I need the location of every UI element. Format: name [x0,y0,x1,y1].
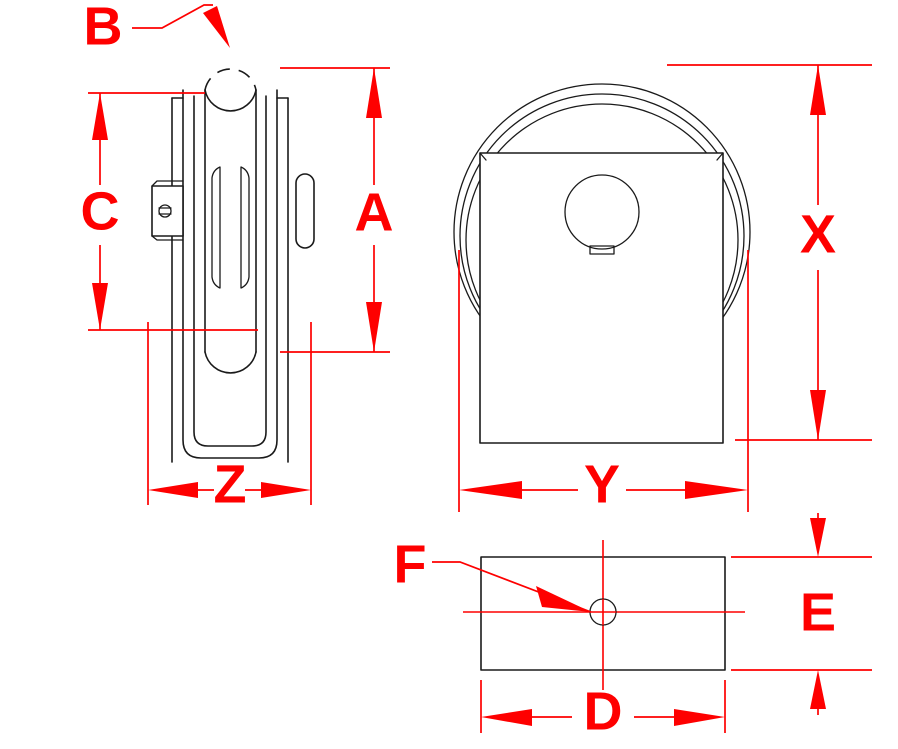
front-view-hub-keyway [589,245,615,255]
side-view-rope-top-arc [204,89,257,112]
dimension-C-label: C [81,181,120,241]
dimension-B-label: B [84,0,123,56]
dimension-Y-arrow-right [685,481,748,499]
front-view-plate-right-corner-blend [716,152,724,161]
front-view: X Y [453,64,872,514]
dimension-A-arrow-top [366,68,382,118]
side-view-rope-top-dashed-arc [204,68,257,91]
dimension-A-label: A [355,182,394,242]
dimension-E-arrow-bottom [810,670,826,709]
dimension-Y-arrow-left [459,481,522,499]
dimension-D-label: D [584,681,623,741]
dimension-B: B [84,0,230,56]
dimension-A-arrow-bottom [366,302,382,352]
side-view-hub-right [240,166,250,289]
dimension-F-arrow [536,586,591,612]
side-view-axle-bolt-chamfer [151,180,184,241]
dimension-D: D [480,680,726,741]
dimension-A: A [280,67,394,353]
dimension-X-label: X [800,204,836,264]
front-view-bracket-plate [479,152,724,444]
dimension-C-arrow-bottom [92,283,108,330]
side-view-axle-bolt-head [151,185,184,237]
mounting-hole-cross [590,599,616,625]
dimension-X-arrow-top [810,65,826,115]
dimension-F: F [394,534,592,613]
dimension-B-leader [132,4,213,29]
dimension-E-arrow-top [810,518,826,557]
side-view-axle-bolt-slot [158,207,172,215]
side-view-hub-left [211,166,221,289]
dimension-C-arrow-top [92,93,108,140]
side-view: A C Z [81,0,394,514]
dimension-X-arrow-bottom [810,390,826,440]
dimension-D-arrow-left [481,709,532,726]
dimension-Y-label: Y [584,454,620,514]
front-view-hub-circle [564,174,640,250]
dimension-F-label: F [394,534,427,594]
base-plate-view: F E D [394,513,872,741]
side-view-bracket-outer [182,89,278,459]
side-view-bracket-inner [193,95,267,447]
dimension-Z-arrow-right [261,482,311,498]
side-view-side-tab [295,173,315,249]
dimension-B-arrow [203,6,230,48]
front-view-plate-left-corner-blend [479,152,487,161]
dimension-Y: Y [458,250,749,514]
dimension-E: E [731,513,872,715]
dimension-Z-label: Z [214,454,247,514]
side-view-axle-bolt-detail [158,204,172,218]
dimension-D-arrow-right [674,709,725,726]
dimension-C: C [81,92,258,331]
side-view-groove-bottom-arc [204,351,257,374]
dimension-Z: Z [147,322,312,514]
dimension-E-label: E [800,582,836,642]
dimension-X: X [667,64,872,441]
dimension-Z-arrow-left [148,482,198,498]
